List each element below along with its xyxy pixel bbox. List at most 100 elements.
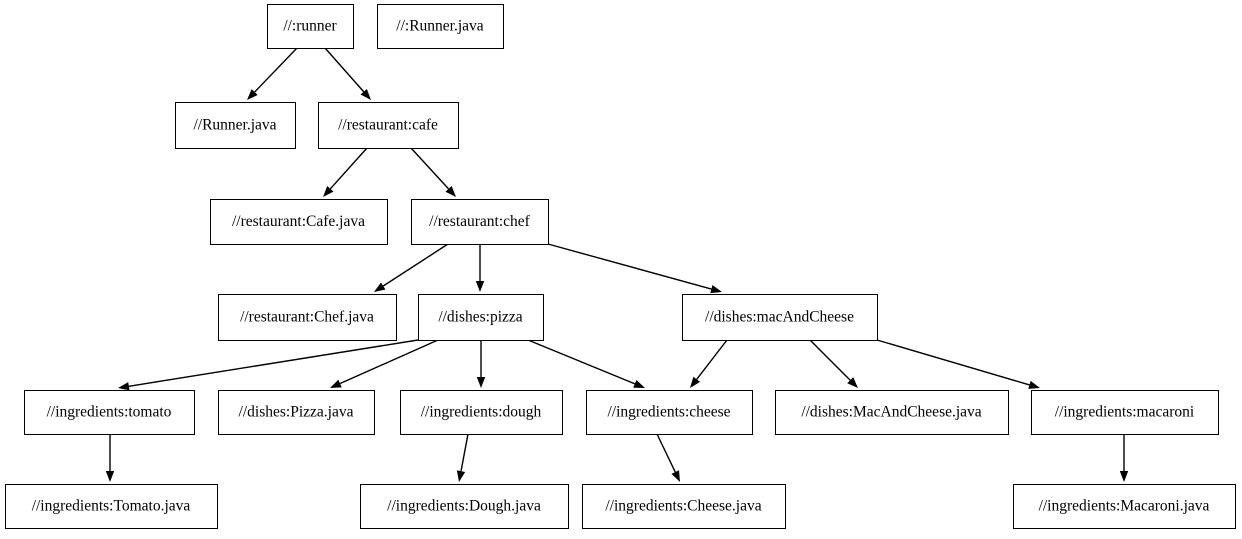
node-box[interactable] xyxy=(174,101,297,150)
graph-node-restaurant_cafe_java[interactable]: //restaurant:Cafe.java xyxy=(209,198,389,246)
edge-line xyxy=(460,433,469,472)
node-box[interactable] xyxy=(4,483,219,530)
edge-dishes_pizza-to-ing_dough xyxy=(476,340,486,388)
arrowhead-icon xyxy=(445,186,456,197)
node-box[interactable] xyxy=(23,389,196,436)
graph-node-restaurant_chef_java[interactable]: //restaurant:Chef.java xyxy=(217,293,398,342)
node-box[interactable] xyxy=(581,483,787,530)
edge-line xyxy=(876,339,1030,386)
arrowhead-icon xyxy=(690,376,701,388)
edge-dishes_macandcheese-to-dishes_mac_java xyxy=(809,339,858,388)
edge-runner-to-restaurant_cafe xyxy=(324,47,371,100)
edge-line xyxy=(547,243,712,290)
edge-restaurant_chef-to-dishes_macandcheese xyxy=(547,243,722,294)
node-box[interactable] xyxy=(359,483,570,530)
graph-node-ing_macaroni[interactable]: //ingredients:macaroni xyxy=(1030,389,1220,436)
node-box[interactable] xyxy=(217,389,376,436)
arrowhead-icon xyxy=(374,282,386,292)
node-box[interactable] xyxy=(410,198,550,246)
node-label: //dishes:MacAndCheese.java xyxy=(801,404,981,421)
node-label: //:runner xyxy=(283,18,337,35)
edge-line xyxy=(696,339,728,380)
arrowhead-icon xyxy=(710,285,722,294)
edge-ing_cheese-to-ing_cheese_java xyxy=(656,433,680,482)
edge-dishes_macandcheese-to-ing_macaroni xyxy=(876,339,1040,389)
node-box[interactable] xyxy=(266,3,355,50)
edge-ing_macaroni-to-ing_macaroni_java xyxy=(1119,434,1129,482)
graph-node-ing_tomato_java[interactable]: //ingredients:Tomato.java xyxy=(4,483,219,530)
edge-line xyxy=(329,147,368,190)
node-label: //ingredients:cheese xyxy=(607,404,730,421)
arrowhead-icon xyxy=(476,377,486,388)
graph-node-runner_java_root[interactable]: //:Runner.java xyxy=(376,3,505,50)
node-label: //ingredients:tomato xyxy=(47,404,172,421)
node-label: //ingredients:Macaroni.java xyxy=(1039,498,1210,515)
node-label: //ingredients:macaroni xyxy=(1055,404,1195,421)
edge-dishes_macandcheese-to-ing_cheese xyxy=(690,339,728,388)
arrowhead-icon xyxy=(456,470,466,482)
node-box[interactable] xyxy=(585,389,754,436)
nodes-layer: //:runner //:Runner.java //Runner.java //re… xyxy=(4,3,1237,530)
graph-node-ing_macaroni_java[interactable]: //ingredients:Macaroni.java xyxy=(1012,483,1237,530)
node-box[interactable] xyxy=(209,198,389,246)
node-label: //restaurant:Chef.java xyxy=(240,309,374,326)
edge-line xyxy=(339,339,439,385)
arrowhead-icon xyxy=(1119,471,1129,482)
graph-node-runner_java[interactable]: //Runner.java xyxy=(174,101,297,150)
node-label: //restaurant:cafe xyxy=(338,117,438,134)
graph-node-ing_cheese[interactable]: //ingredients:cheese xyxy=(585,389,754,436)
graph-node-runner[interactable]: //:runner xyxy=(266,3,355,50)
edge-line xyxy=(809,339,851,381)
node-box[interactable] xyxy=(1012,483,1237,530)
edge-dishes_pizza-to-ing_tomato xyxy=(118,339,419,391)
node-label: //ingredients:Tomato.java xyxy=(32,498,191,515)
graph-node-dishes_macandcheese[interactable]: //dishes:macAndCheese xyxy=(681,293,879,342)
node-box[interactable] xyxy=(399,389,564,436)
edge-line xyxy=(527,339,636,385)
node-label: //ingredients:dough xyxy=(421,404,542,421)
node-box[interactable] xyxy=(417,293,545,342)
edge-line xyxy=(382,243,449,287)
edge-runner-to-runner_java xyxy=(247,47,298,100)
node-box[interactable] xyxy=(1030,389,1220,436)
graph-node-dishes_pizza_java[interactable]: //dishes:Pizza.java xyxy=(217,389,376,436)
graph-node-dishes_mac_java[interactable]: //dishes:MacAndCheese.java xyxy=(774,389,1010,436)
arrowhead-icon xyxy=(1028,380,1040,389)
node-label: //ingredients:Dough.java xyxy=(387,498,541,515)
node-box[interactable] xyxy=(217,293,398,342)
node-box[interactable] xyxy=(774,389,1010,436)
node-label: //dishes:Pizza.java xyxy=(239,404,354,421)
edge-restaurant_chef-to-dishes_pizza xyxy=(475,244,485,292)
graph-node-restaurant_chef[interactable]: //restaurant:chef xyxy=(410,198,550,246)
edge-restaurant_cafe-to-restaurant_chef xyxy=(410,147,456,197)
node-box[interactable] xyxy=(317,101,460,150)
node-label: //restaurant:chef xyxy=(429,213,531,230)
graph-node-ing_tomato[interactable]: //ingredients:tomato xyxy=(23,389,196,436)
edge-restaurant_chef-to-restaurant_chef_java xyxy=(374,243,449,292)
edge-line xyxy=(128,339,419,387)
edge-ing_dough-to-ing_dough_java xyxy=(456,433,469,482)
graph-node-ing_dough_java[interactable]: //ingredients:Dough.java xyxy=(359,483,570,530)
edge-line xyxy=(324,47,365,93)
graph-node-ing_dough[interactable]: //ingredients:dough xyxy=(399,389,564,436)
graph-node-restaurant_cafe[interactable]: //restaurant:cafe xyxy=(317,101,460,150)
edge-line xyxy=(656,433,676,473)
edge-dishes_pizza-to-ing_cheese xyxy=(527,339,645,388)
edge-dishes_pizza-to-dishes_pizza_java xyxy=(330,339,439,388)
node-label: //ingredients:Cheese.java xyxy=(605,498,761,515)
graph-node-dishes_pizza[interactable]: //dishes:pizza xyxy=(417,293,545,342)
edge-line xyxy=(254,47,298,93)
node-box[interactable] xyxy=(376,3,505,50)
node-label: //Runner.java xyxy=(193,117,276,134)
node-label: //:Runner.java xyxy=(396,18,484,35)
edges-layer xyxy=(105,47,1129,482)
node-box[interactable] xyxy=(681,293,879,342)
arrowhead-icon xyxy=(633,379,645,388)
arrowhead-icon xyxy=(105,471,115,482)
edge-line xyxy=(410,147,450,190)
edge-ing_tomato-to-ing_tomato_java xyxy=(105,434,115,482)
arrowhead-icon xyxy=(330,379,342,388)
graph-node-ing_cheese_java[interactable]: //ingredients:Cheese.java xyxy=(581,483,787,530)
